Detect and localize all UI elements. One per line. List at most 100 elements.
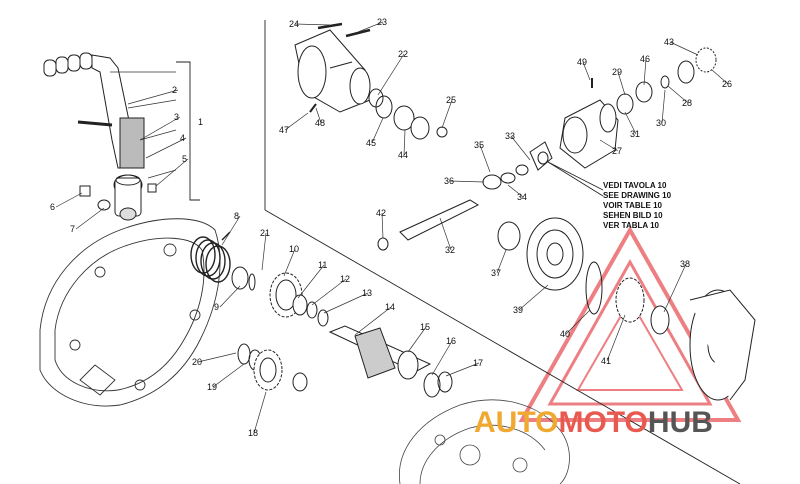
- leader-line-46: [643, 58, 647, 86]
- part-label-7: 7: [70, 224, 75, 234]
- leader-line-20: [197, 352, 237, 363]
- part-label-33: 33: [505, 131, 515, 141]
- leader-line-34: [507, 184, 524, 198]
- leader-line-21: [261, 232, 267, 271]
- leader-line-9: [219, 285, 241, 308]
- kick-lever: [43, 52, 157, 221]
- leader-line-30: [661, 89, 666, 124]
- part-label-36: 36: [444, 176, 454, 186]
- part-label-18: 18: [248, 428, 258, 438]
- part-label-14: 14: [385, 302, 395, 312]
- part-label-34: 34: [517, 192, 527, 202]
- part-label-20: 20: [192, 357, 202, 367]
- part-label-24: 24: [289, 19, 299, 29]
- leader-line-49: [582, 61, 591, 81]
- part-label-29: 29: [612, 67, 622, 77]
- reference-pointers: [547, 161, 604, 197]
- leader-line-40: [565, 309, 591, 335]
- part-label-49: 49: [577, 57, 587, 67]
- watermark-moto: MOTO: [558, 406, 647, 439]
- watermark-auto: AUTO: [474, 406, 558, 439]
- part-label-4: 4: [180, 133, 185, 143]
- leader-line-12: [311, 278, 347, 306]
- leader-line-44: [403, 129, 406, 156]
- leader-line-35: [479, 144, 491, 173]
- kick-spring: [190, 231, 231, 283]
- leader-line-3: [139, 116, 181, 141]
- leader-line-14: [354, 306, 392, 336]
- leader-line-25: [441, 99, 453, 129]
- part-label-28: 28: [682, 98, 692, 108]
- reference-note: VEDI TAVOLA 10 SEE DRAWING 10 VOIR TABLE…: [603, 181, 672, 230]
- leader-line-22: [377, 53, 405, 96]
- leader-line-33: [510, 135, 531, 161]
- right-crankcase: [398, 399, 570, 484]
- part-label-22: 22: [398, 49, 408, 59]
- part-label-17: 17: [473, 358, 483, 368]
- part-label-25: 25: [446, 95, 456, 105]
- leader-line-39: [518, 284, 549, 311]
- part-label-32: 32: [445, 245, 455, 255]
- part-label-30: 30: [656, 118, 666, 128]
- note-line-4: SEHEN BILD 10: [603, 211, 663, 220]
- leader-line-11: [297, 264, 325, 299]
- leader-line-41: [606, 314, 626, 362]
- leader-line-15: [407, 326, 427, 353]
- part-label-37: 37: [491, 268, 501, 278]
- leader-line-8: [221, 215, 241, 246]
- leader-line-28: [667, 85, 689, 104]
- starter-drive: [377, 47, 717, 251]
- leader-line-6: [55, 192, 83, 208]
- leader-line-48: [315, 107, 322, 124]
- leader-line-2: [127, 89, 179, 105]
- leader-line-4: [145, 137, 187, 159]
- part-label-44: 44: [398, 150, 408, 160]
- part-label-31: 31: [630, 129, 640, 139]
- leader-line-7: [75, 207, 105, 230]
- note-line-3: VOIR TABLE 10: [603, 201, 663, 210]
- watermark-hub: HUB: [648, 406, 713, 439]
- watermark-text: AUTOMOTOHUB: [474, 406, 713, 439]
- leader-line-19: [212, 363, 245, 388]
- leader-line-31: [624, 111, 637, 135]
- part-label-23: 23: [377, 17, 387, 27]
- part-label-19: 19: [207, 382, 217, 392]
- part-label-38: 38: [680, 259, 690, 269]
- leader-line-26: [711, 69, 729, 85]
- leader-line-45: [371, 117, 384, 144]
- flywheel-parts: [526, 217, 756, 401]
- part-label-10: 10: [289, 244, 299, 254]
- part-label-35: 35: [474, 140, 484, 150]
- part-label-1: 1: [198, 117, 203, 127]
- leader-line-27: [599, 139, 619, 152]
- leader-line-18: [253, 391, 267, 434]
- bracket-line: [147, 169, 177, 179]
- part-label-47: 47: [279, 125, 289, 135]
- leader-line-23: [357, 21, 384, 33]
- part-label-27: 27: [612, 146, 622, 156]
- leader-line-17: [445, 362, 480, 377]
- part-label-16: 16: [446, 336, 456, 346]
- part-label-46: 46: [640, 54, 650, 64]
- part-label-26: 26: [722, 79, 732, 89]
- part-label-12: 12: [340, 274, 350, 284]
- part-label-48: 48: [315, 118, 325, 128]
- note-line-1: VEDI TAVOLA 10: [603, 181, 667, 190]
- part-label-11: 11: [318, 260, 327, 270]
- leader-line-37: [496, 249, 507, 274]
- callout-labels: 1234567891011121314151617181920212223242…: [50, 17, 732, 438]
- leader-line-10: [283, 248, 296, 277]
- leader-line-47: [284, 112, 309, 131]
- starter-motor: [294, 22, 448, 140]
- leader-line-36: [449, 180, 485, 183]
- part-label-9: 9: [214, 302, 219, 312]
- leader-line-43: [669, 41, 699, 56]
- part-label-2: 2: [172, 85, 177, 95]
- leader-line-13: [323, 292, 369, 314]
- bracket-line: [127, 99, 177, 109]
- leader-line-5: [155, 158, 189, 187]
- leader-lines: [55, 21, 729, 434]
- part-label-45: 45: [366, 138, 376, 148]
